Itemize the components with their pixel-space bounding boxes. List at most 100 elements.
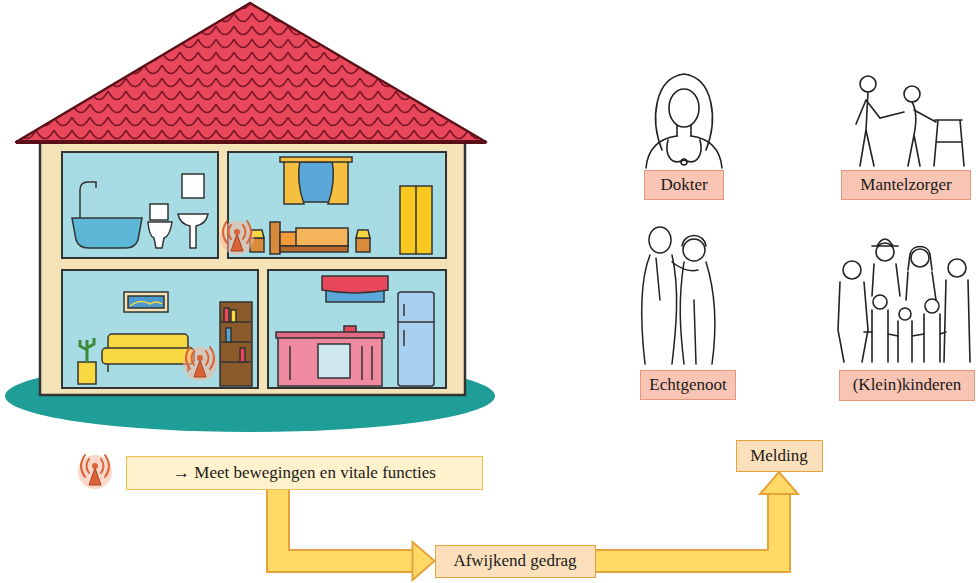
living-room-part xyxy=(80,338,94,362)
family-figure-part xyxy=(944,280,970,362)
bathroom-part xyxy=(178,214,208,248)
living-room xyxy=(78,292,252,386)
living-room-part xyxy=(224,308,229,322)
family-figure-part xyxy=(925,299,939,313)
house-part xyxy=(268,270,446,388)
living-room-part xyxy=(220,302,252,386)
living-room-part xyxy=(78,362,96,384)
kitchen xyxy=(276,276,434,386)
sensor-icon xyxy=(78,455,112,489)
arrow-head xyxy=(413,542,435,580)
bathroom-part xyxy=(182,174,204,198)
bedroom-part xyxy=(280,246,348,252)
arrow-body xyxy=(596,494,780,561)
living-room-part xyxy=(102,348,194,364)
family-figure-part xyxy=(872,310,888,362)
family-figure xyxy=(838,239,970,362)
bedroom-part xyxy=(328,160,348,204)
bedroom-part xyxy=(400,186,432,254)
node-text: → Meet bewegingen en vitale functies xyxy=(173,464,436,483)
house xyxy=(40,135,465,395)
bedroom xyxy=(250,157,432,254)
bedroom-part xyxy=(356,238,370,252)
family-figure-part xyxy=(899,308,911,320)
kitchen-part xyxy=(276,332,384,338)
arrow-body xyxy=(278,490,413,561)
bathroom-part xyxy=(148,222,172,248)
node-text: Echtgenoot xyxy=(649,376,726,395)
role-label: (Klein)kinderen xyxy=(839,370,975,401)
role-label: Mantelzorger xyxy=(841,170,971,200)
bedroom-part xyxy=(415,186,417,254)
flow-arrow xyxy=(278,490,435,580)
spouse-figure-part xyxy=(680,262,715,364)
bathroom xyxy=(72,174,208,248)
spouse-figure-part xyxy=(683,239,705,261)
house-part xyxy=(40,135,465,395)
node-text: Dokter xyxy=(660,176,707,195)
bathroom-part xyxy=(150,204,168,220)
family-figure-part xyxy=(911,249,929,267)
arrow-outline xyxy=(596,494,780,561)
caregiver-figure-part xyxy=(856,92,904,166)
family-figure-part xyxy=(924,314,940,362)
spouse-figure-part xyxy=(682,236,706,247)
kitchen-part xyxy=(322,276,388,293)
arrow-head xyxy=(760,472,798,494)
roof-part xyxy=(16,140,486,144)
caregiver-figure-part xyxy=(934,120,964,166)
kitchen-part xyxy=(398,292,434,386)
roof-part xyxy=(16,3,486,142)
kitchen-part xyxy=(290,346,372,380)
sensor-icon xyxy=(183,347,217,381)
bedroom-part xyxy=(296,228,348,246)
family-figure-part xyxy=(873,295,887,309)
living-room-part xyxy=(128,296,164,308)
living-room-part xyxy=(220,322,252,362)
family-figure-part xyxy=(838,282,868,362)
role-label: Echtgenoot xyxy=(640,370,736,400)
sensor-icon xyxy=(220,221,254,255)
living-room-part xyxy=(124,292,168,312)
house-part xyxy=(62,152,218,258)
caregiver-figure xyxy=(856,76,964,166)
kitchen-part xyxy=(278,336,382,386)
role-label: Dokter xyxy=(644,170,724,200)
process-box: Afwijkend gedrag xyxy=(435,545,596,578)
living-room-part xyxy=(240,348,245,362)
living-room-part xyxy=(226,328,231,342)
doctor-figure xyxy=(646,74,722,168)
spouse-figure-part xyxy=(642,255,698,364)
kitchen-part xyxy=(398,304,434,346)
alert-box: Melding xyxy=(736,440,823,472)
house-part xyxy=(228,152,446,258)
arrow-outline xyxy=(278,490,413,561)
living-room-part xyxy=(231,310,236,322)
doctor-figure-part xyxy=(677,126,691,136)
caregiver-figure-part xyxy=(860,76,876,92)
family-figure-part xyxy=(906,272,936,300)
sensor-box: → Meet bewegingen en vitale functies xyxy=(126,456,483,490)
bedroom-part xyxy=(270,222,280,254)
caregiver-figure-part xyxy=(908,102,936,166)
house-part xyxy=(62,270,258,388)
caregiver-figure-part xyxy=(904,86,920,102)
node-text: (Klein)kinderen xyxy=(853,376,962,395)
flow-arrow xyxy=(596,472,799,561)
living-room-part xyxy=(108,364,188,372)
roof xyxy=(16,3,486,142)
node-text: Mantelzorger xyxy=(860,176,951,195)
kitchen-part xyxy=(318,344,350,378)
family-figure-part xyxy=(872,239,898,246)
spouse-figure-part xyxy=(649,227,671,253)
doctor-figure-part xyxy=(669,89,699,127)
family-figure-part xyxy=(898,321,912,362)
bedroom-part xyxy=(356,230,370,238)
node-text: Afwijkend gedrag xyxy=(453,552,576,571)
family-figure-part xyxy=(948,259,966,277)
node-text: Melding xyxy=(750,447,808,466)
spouse-figure xyxy=(642,227,715,364)
living-room-part xyxy=(130,301,162,306)
